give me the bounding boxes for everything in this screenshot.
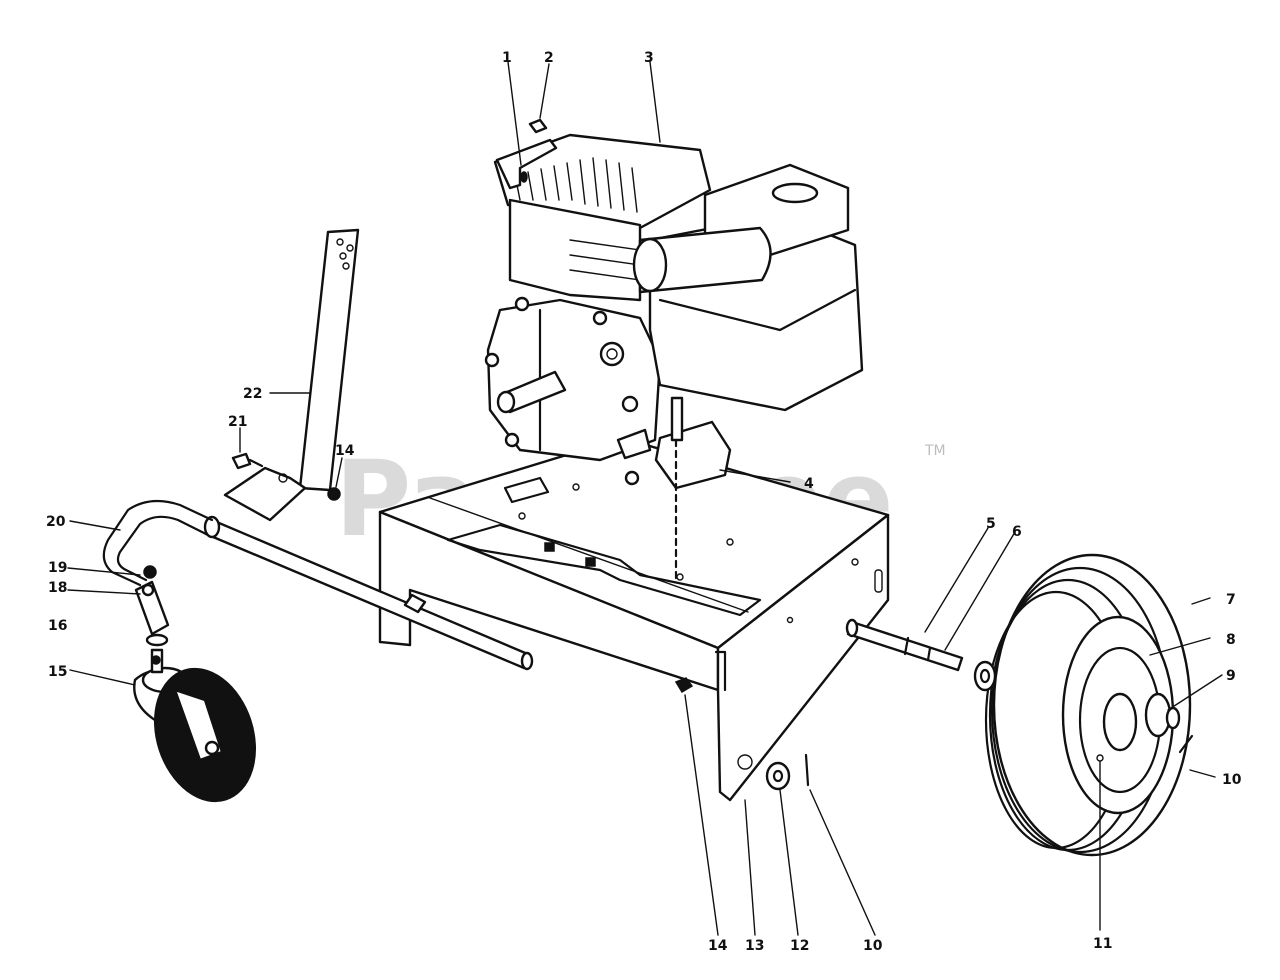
callout-10-right: 10	[1222, 772, 1242, 788]
callout-18: 18	[48, 580, 67, 596]
callout-14-bottom: 14	[708, 938, 728, 954]
callout-16: 16	[48, 618, 67, 634]
callout-19: 19	[48, 560, 67, 576]
callout-8: 8	[1226, 632, 1236, 648]
callout-22: 22	[243, 386, 262, 402]
callout-13: 13	[745, 938, 764, 954]
small-hardware	[231, 452, 341, 501]
callout-7: 7	[1226, 592, 1236, 608]
callout-6: 6	[1012, 524, 1022, 540]
callout-9: 9	[1226, 668, 1236, 684]
front-axle-rod	[203, 515, 534, 671]
caster-wheel-15	[133, 565, 257, 803]
engine-3	[484, 118, 864, 580]
callout-20: 20	[46, 514, 66, 530]
leader-lines	[67, 61, 1223, 936]
tow-handle-20	[102, 499, 214, 587]
callout-11: 11	[1093, 936, 1112, 952]
callout-5: 5	[986, 516, 996, 532]
rear-wheel-7	[674, 553, 1194, 857]
callout-3: 3	[644, 50, 654, 66]
callout-21: 21	[228, 414, 247, 430]
callout-10-bottom: 10	[863, 938, 883, 954]
callout-15: 15	[48, 664, 67, 680]
callout-14-top: 14	[335, 443, 355, 459]
callout-4: 4	[804, 476, 814, 492]
callout-2: 2	[544, 50, 554, 66]
callout-12: 12	[790, 938, 809, 954]
callout-labels: 1 2 3 4 5 6 7 8 9 10 10 11 12 13 14 14 1…	[46, 50, 1242, 954]
watermark-tm: TM	[924, 443, 946, 459]
deck-frame	[378, 436, 890, 802]
callout-1: 1	[502, 50, 512, 66]
